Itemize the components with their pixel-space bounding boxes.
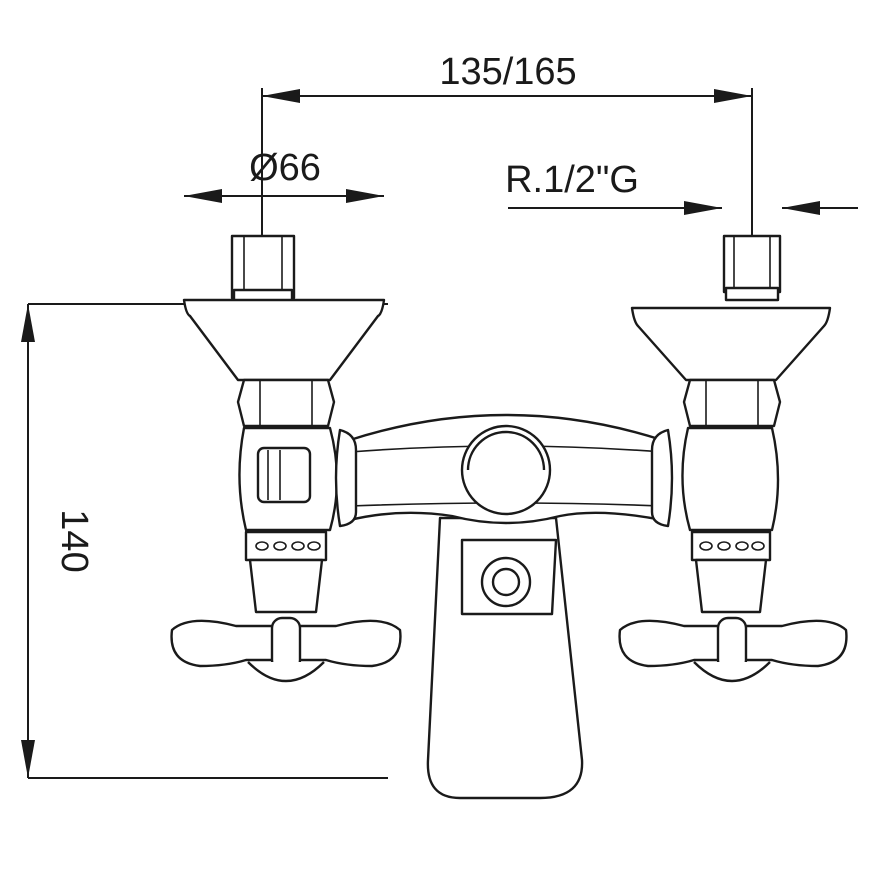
dimension-diameter: Ø66 [184, 147, 384, 236]
arrow-down-icon [21, 740, 35, 778]
spout [426, 516, 584, 800]
right-valve [618, 234, 848, 683]
left-valve [170, 234, 402, 683]
right-nut [682, 378, 782, 428]
arrow-up-icon [21, 304, 35, 342]
left-escutcheon [182, 298, 386, 382]
right-escutcheon [630, 306, 832, 382]
dimension-thread: R.1/2"G [505, 159, 858, 215]
arrow-left-icon [782, 201, 820, 215]
arrow-left-icon [184, 189, 222, 203]
height-label: 140 [53, 509, 95, 572]
left-nut [236, 378, 336, 428]
left-connector [230, 234, 296, 300]
arrow-right-icon [346, 189, 384, 203]
thread-label: R.1/2"G [505, 159, 639, 201]
dimension-spacing: 135/165 [261, 51, 753, 238]
arrow-right-icon [684, 201, 722, 215]
spacing-label: 135/165 [439, 51, 576, 93]
mixer-body [348, 413, 664, 525]
dimension-height: 140 [21, 303, 388, 779]
arrow-left-icon [262, 89, 300, 103]
arrow-right-icon [714, 89, 752, 103]
diameter-label: Ø66 [249, 147, 321, 189]
right-connector [722, 234, 782, 294]
